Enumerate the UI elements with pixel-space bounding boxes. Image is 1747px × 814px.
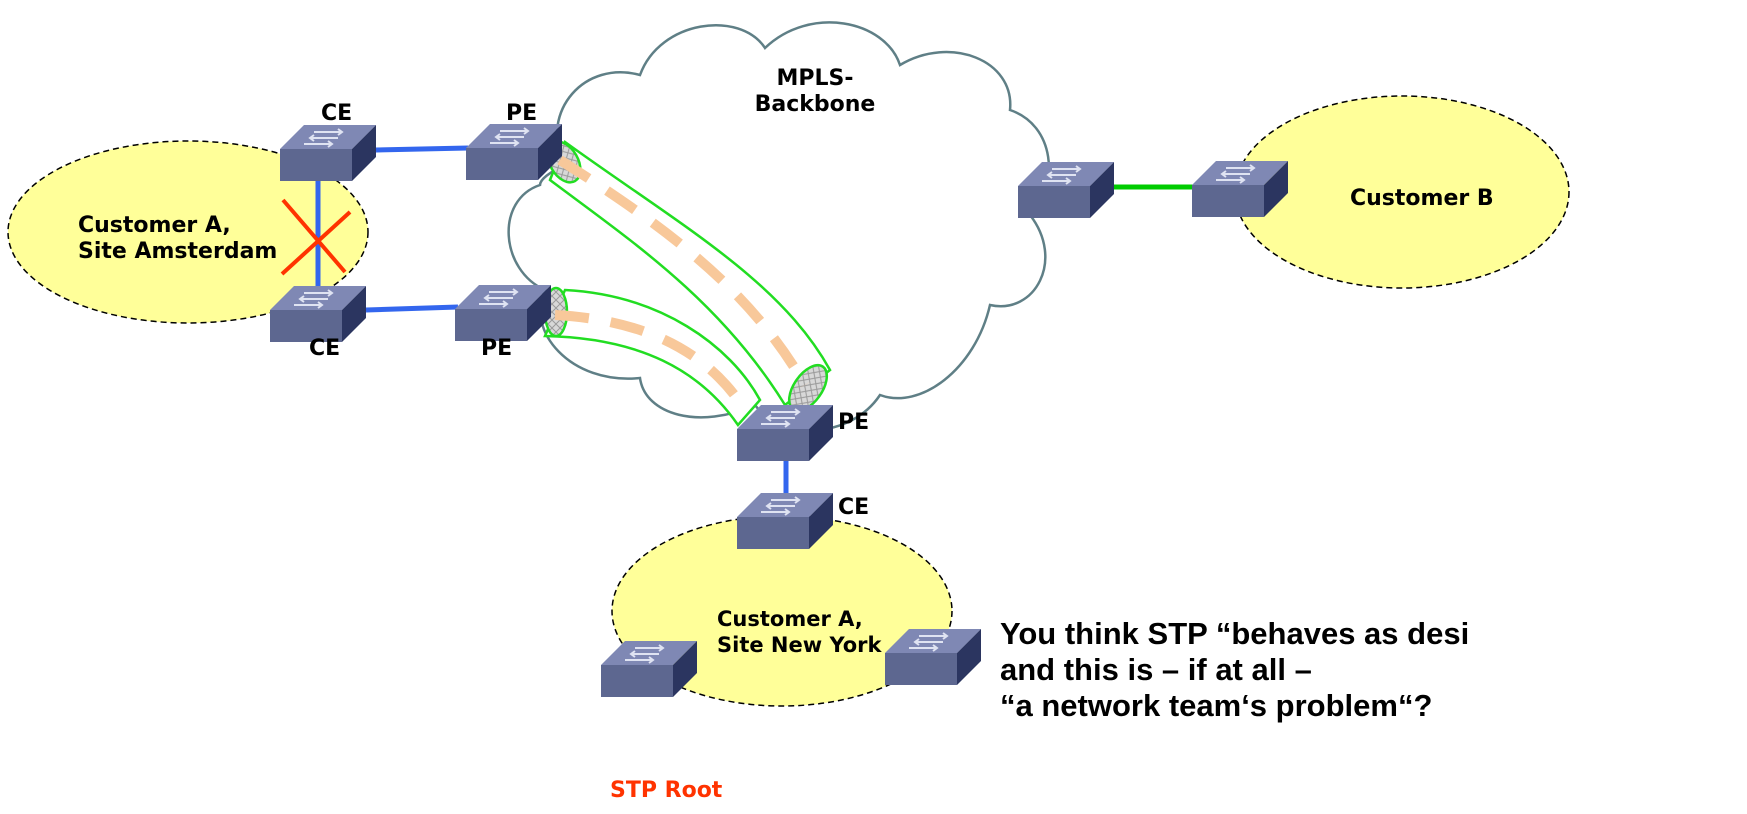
site-amsterdam-ellipse — [7, 140, 369, 324]
pe-amsterdam-top-switch — [465, 123, 563, 181]
pe-amsterdam-bottom-switch — [454, 284, 552, 342]
site-amsterdam-label-line1: Customer A, — [78, 213, 231, 238]
site-amsterdam-label-line2: Site Amsterdam — [78, 239, 278, 264]
link-ce-pe-top — [375, 145, 469, 153]
caption-text: You think STP “behaves as desi and this … — [1000, 616, 1469, 724]
pe-amsterdam-top-label: PE — [506, 101, 538, 126]
mpls-cloud-label-line2: Backbone — [754, 92, 876, 117]
stp-root-label: STP Root — [610, 778, 723, 803]
mpls-cloud-label-line1: MPLS- — [776, 66, 854, 91]
site-amsterdam-label: Customer A, Site Amsterdam — [78, 213, 277, 265]
caption-line1: You think STP “behaves as desi — [1000, 616, 1470, 651]
pe-newyork-label: PE — [838, 410, 870, 435]
ce-amsterdam-top-switch — [279, 124, 377, 182]
pe-amsterdam-bottom-label: PE — [481, 336, 513, 361]
blocked-port-x — [280, 198, 352, 276]
site-newyork-label-line1: Customer A, — [717, 607, 863, 631]
ce-amsterdam-top-label: CE — [321, 101, 353, 126]
caption-line3: “a network team‘s problem“? — [1000, 688, 1433, 723]
mpls-cloud-label: MPLS- Backbone — [740, 66, 890, 118]
site-newyork-label-line2: Site New York — [717, 633, 882, 657]
ce-amsterdam-bottom-label: CE — [309, 336, 341, 361]
site-newyork-label: Customer A, Site New York — [717, 606, 881, 658]
pe-newyork-switch — [736, 404, 834, 462]
customer-b-label: Customer B — [1350, 186, 1494, 211]
ce-newyork-label: CE — [838, 495, 870, 520]
pseudowire-tunnel-bottom — [543, 286, 762, 428]
link-ce-pe-bottom — [365, 304, 459, 313]
caption-line2: and this is – if at all – — [1000, 652, 1312, 687]
